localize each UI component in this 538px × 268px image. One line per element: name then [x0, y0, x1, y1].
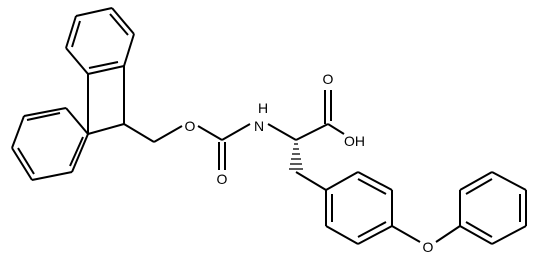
bond — [87, 65, 125, 75]
fluorene-five-ring — [87, 66, 125, 135]
amide-hydrogen-label: H — [258, 100, 268, 116]
bond — [123, 123, 155, 143]
bond — [153, 125, 183, 143]
ether-oxygen-label: O — [423, 239, 434, 255]
bond — [26, 112, 61, 121]
bond — [295, 123, 329, 141]
bond — [325, 225, 359, 245]
bond — [325, 171, 359, 191]
bond — [435, 225, 461, 243]
bond — [69, 136, 84, 167]
bond — [11, 115, 25, 149]
bond — [17, 147, 35, 175]
bond — [65, 107, 89, 135]
acid-hydroxyl-label: OH — [344, 133, 365, 149]
fluorene-lower-ring — [11, 107, 89, 181]
ester-oxygen-label: O — [185, 118, 196, 134]
carbonyl-oxygen-label: O — [217, 171, 228, 187]
bond — [465, 178, 493, 195]
bond — [71, 133, 89, 173]
acid-carbonyl-oxygen-label: O — [323, 71, 334, 87]
bond — [111, 7, 135, 35]
bond — [221, 123, 251, 141]
bond — [491, 171, 527, 191]
bond — [31, 171, 73, 181]
fmoc-linker — [123, 123, 251, 170]
bond — [295, 171, 327, 191]
bond — [459, 225, 493, 245]
bond — [357, 178, 387, 195]
bond — [465, 221, 493, 238]
phenyl-ring-2 — [459, 171, 527, 245]
amide-nitrogen-label: N — [254, 118, 264, 134]
bond — [197, 125, 223, 141]
ether-linkage — [391, 225, 461, 243]
bond — [88, 61, 119, 69]
amino-acid-backbone — [267, 90, 345, 191]
phenyl-ring-1 — [325, 171, 393, 245]
bond — [491, 225, 527, 245]
bond — [71, 20, 81, 48]
bond — [391, 225, 421, 243]
bond — [357, 221, 387, 238]
bond — [65, 47, 89, 75]
bond — [65, 15, 77, 49]
bond — [357, 171, 393, 191]
bond — [357, 225, 393, 245]
bond — [109, 13, 129, 36]
bond — [11, 147, 33, 181]
bond — [327, 123, 345, 135]
bond — [75, 7, 113, 17]
bond — [87, 123, 125, 135]
hashed-stereo-bond — [289, 143, 303, 170]
fluorene-upper-ring — [65, 7, 135, 75]
bond — [267, 123, 297, 141]
bond — [459, 171, 493, 191]
bond — [123, 33, 135, 67]
bond — [23, 107, 67, 117]
